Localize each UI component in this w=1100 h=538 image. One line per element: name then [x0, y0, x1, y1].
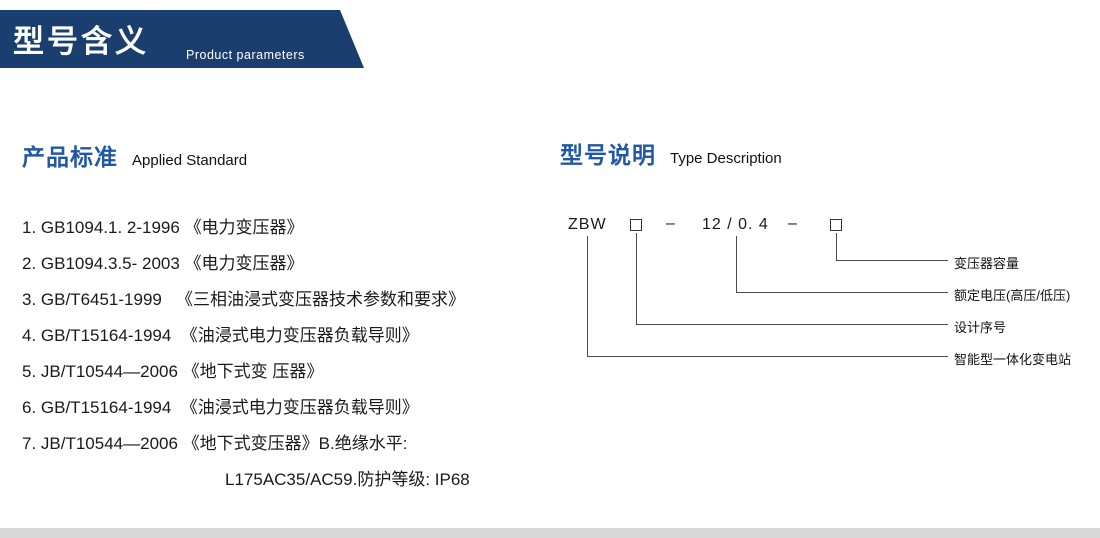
placeholder-box-icon — [630, 219, 642, 231]
banner-title: 型号含义 — [13, 24, 149, 59]
placeholder-box-icon — [830, 219, 842, 231]
page-banner: 型号含义 Product parameters — [0, 10, 364, 68]
model-prefix: ZBW — [568, 216, 607, 233]
model-designation-diagram: ZBW – 12 / 0. 4 – 变压器容量 额定电压(高压/低压) 设计序号… — [560, 206, 1100, 381]
standards-section-header: 产品标准 Applied Standard — [22, 138, 247, 172]
connector-line — [836, 260, 948, 261]
diagram-label-capacity: 变压器容量 — [954, 256, 1020, 271]
list-item: 3. GB/T6451-1999 《三相油浸式变压器技术参数和要求》 — [22, 290, 466, 309]
connector-line — [836, 233, 837, 260]
connector-line — [736, 292, 948, 293]
diagram-label-voltage: 额定电压(高压/低压) — [954, 288, 1071, 303]
standards-list: 1. GB1094.1. 2-1996 《电力变压器》 2. GB1094.3.… — [22, 210, 470, 498]
model-dash: – — [666, 215, 676, 232]
list-item: 1. GB1094.1. 2-1996 《电力变压器》 — [22, 218, 304, 237]
diagram-label-design-number: 设计序号 — [954, 320, 1007, 335]
model-voltage: 12 / 0. 4 — [702, 216, 769, 233]
connector-line — [636, 233, 637, 324]
type-subtitle: Type Description — [670, 150, 782, 167]
banner-subtitle: Product parameters — [186, 48, 305, 62]
list-item: 2. GB1094.3.5- 2003 《电力变压器》 — [22, 254, 304, 273]
diagram-label-station-type: 智能型一体化变电站 — [954, 352, 1072, 367]
model-dash: – — [788, 215, 798, 232]
type-section-header: 型号说明 Type Description — [560, 136, 782, 170]
standards-title: 产品标准 — [22, 144, 118, 170]
list-item: 6. GB/T15164-1994 《油浸式电力变压器负载导则》 — [22, 398, 419, 417]
connector-line — [736, 236, 737, 292]
connector-line — [587, 356, 948, 357]
connector-line — [636, 324, 948, 325]
list-item: 5. JB/T10544—2006 《地下式变 压器》 — [22, 362, 324, 381]
footer-bar — [0, 528, 1100, 538]
connector-line — [587, 236, 588, 356]
type-title: 型号说明 — [560, 142, 656, 168]
standards-subtitle: Applied Standard — [132, 152, 248, 169]
list-item: 7. JB/T10544—2006 《地下式变压器》B.绝缘水平: — [22, 434, 408, 453]
list-item: 4. GB/T15164-1994 《油浸式电力变压器负载导则》 — [22, 326, 419, 345]
list-item-continuation: L175AC35/AC59.防护等级: IP68 — [225, 470, 470, 489]
